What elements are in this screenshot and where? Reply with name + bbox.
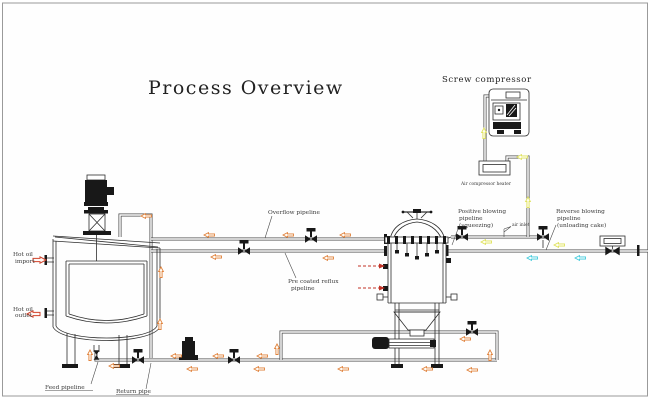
reverse-blowing-label: (unloading cake) [557,222,606,229]
feed-pipeline-label: Feed pipeline [45,385,85,391]
return-pipe-label: Return pipe [116,389,151,395]
pre-coated-reflux-label: Pre coated reflux [288,279,339,285]
air-compressor-heater-label: Air compressor heater [460,182,512,187]
screw-compressor [488,88,530,137]
pipe-compressor-down [483,94,489,162]
hot-oil-outlet-label: outlet [15,313,33,319]
flange-tick [637,245,640,256]
pipe-tank-riser [118,213,153,358]
hot-oil-import-label: Hot oil [13,252,33,258]
labels: Process Overview Screw compressor Air co… [13,75,606,395]
feed-pump [179,337,198,360]
hot-oil-outlet-label: Hot oil [13,307,33,313]
flange-tick [384,246,387,256]
air-inlet-label: air inlet [512,223,530,228]
flange-tick [446,245,449,256]
pre-coated-reflux-label: pipeline [291,286,315,292]
hot-oil-import-label: import [15,259,35,265]
reverse-blowing-label: pipeline [557,216,581,222]
overflow-pipeline-label: Overflow pipeline [268,210,321,216]
screw-compressor-label: Screw compressor [442,75,532,85]
pipe-discharge-loop [279,330,499,360]
leader-lines [90,215,557,390]
reverse-blowing-label: Reverse blowing [556,209,605,215]
agitator-motor [83,174,114,261]
pipe-bottom-return [94,352,497,362]
reactor-tank [44,235,161,368]
filtrate-arrows [358,263,385,291]
positive-blowing-label: Positive blowing [458,209,506,215]
filter-vessel [372,209,458,368]
page-title: Process Overview [148,77,344,99]
positive-blowing-label: pipeline [459,216,483,222]
positive-blowing-label: (squeezing) [459,222,493,229]
valves [132,226,626,364]
air-compressor-heater [478,160,511,176]
reverse-blowing-valve [599,235,626,256]
